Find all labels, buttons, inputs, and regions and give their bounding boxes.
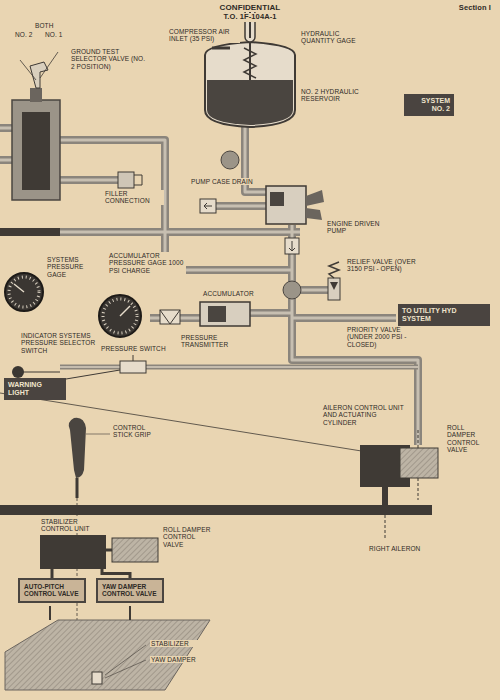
part-label: RIGHT AILERON	[368, 545, 438, 552]
part-label: NO. 2 HYDRAULIC RESERVOIR	[300, 88, 372, 103]
node-text: YAW DAMPER CONTROL VALVE	[102, 583, 158, 598]
part-label: ACCUMULATOR	[202, 290, 262, 297]
system-tag: SYSTEM NO. 2	[404, 94, 454, 116]
check-valve	[221, 151, 239, 169]
filler-connection	[118, 172, 142, 188]
system-tag: TO UTILITY HYD SYSTEM	[398, 304, 490, 326]
check-valve	[283, 281, 301, 299]
hydraulic-reservoir	[205, 8, 295, 127]
part-label: CONTROL STICK GRIP	[112, 424, 156, 439]
section-number: Section I	[432, 4, 492, 13]
selector-valve	[12, 52, 60, 200]
node-text: STABILIZER CONTROL UNIT	[40, 518, 106, 533]
pressure-lines	[0, 125, 418, 445]
control-valve-box: YAW DAMPER CONTROL VALVE	[96, 578, 164, 603]
part-label: ACCUMULATOR PRESSURE GAGE 1000 PSI CHARG…	[108, 252, 186, 274]
node-text: SYSTEM NO. 2	[408, 97, 450, 113]
roll-damper-valve	[100, 538, 158, 562]
part-label: AILERON CONTROL UNIT AND ACTUATING CYLIN…	[322, 404, 412, 426]
pressure-gage	[5, 273, 141, 337]
engine-driven-pump	[266, 186, 324, 224]
node-text: TO UTILITY HYD SYSTEM	[402, 307, 486, 323]
position-label: NO. 2	[14, 31, 40, 38]
stabilizer	[5, 606, 210, 690]
header-text: CONFIDENTIAL	[190, 3, 310, 12]
part-label: YAW DAMPER	[150, 656, 210, 663]
hydraulic-connector	[102, 569, 130, 578]
part-label: RELIEF VALVE (OVER 3150 PSI - OPEN)	[346, 258, 418, 273]
part-label: ROLL DAMPER CONTROL VALVE	[446, 424, 492, 454]
warning-light: WARNING LIGHT	[4, 378, 66, 400]
position-label: BOTH	[34, 22, 64, 29]
accumulator	[160, 302, 250, 326]
part-label: ENGINE DRIVEN PUMP	[326, 220, 386, 235]
part-label: GROUND TEST SELECTOR VALVE (NO. 2 POSITI…	[70, 48, 150, 70]
position-label: NO. 1	[44, 31, 70, 38]
part-label: PRIORITY VALVE (UNDER 2000 PSI - CLOSED)	[346, 326, 426, 348]
control-valve-box: AUTO-PITCH CONTROL VALVE	[18, 578, 86, 603]
part-label: PRESSURE TRANSMITTER	[180, 334, 234, 349]
part-label: STABILIZER	[150, 640, 210, 647]
node-text: AUTO-PITCH CONTROL VALVE	[24, 583, 80, 598]
aileron-control-unit	[360, 430, 438, 540]
hydraulic-connector	[52, 569, 53, 578]
part-label: ROLL DAMPER CONTROL VALVE	[162, 526, 218, 548]
part-label: PUMP CASE DRAIN	[190, 178, 256, 185]
part-label: INDICATOR SYSTEMS PRESSURE SELECTOR SWIT…	[20, 332, 100, 354]
control-rod	[0, 505, 432, 515]
node-text: WARNING LIGHT	[8, 381, 62, 397]
switch	[12, 355, 146, 380]
unit-body	[40, 535, 106, 569]
part-label: SYSTEMS PRESSURE GAGE	[46, 256, 102, 278]
header-text: T.O. 1F-104A-1	[190, 13, 310, 22]
part-label: PRESSURE SWITCH	[100, 345, 170, 352]
part-label: FILLER CONNECTION	[104, 190, 164, 205]
control-unit: STABILIZER CONTROL UNIT	[40, 518, 106, 569]
part-label: HYDRAULIC QUANTITY GAGE	[300, 30, 370, 45]
part-label: COMPRESSOR AIR INLET (35 PSI)	[168, 28, 240, 43]
relief-valve	[328, 262, 340, 300]
